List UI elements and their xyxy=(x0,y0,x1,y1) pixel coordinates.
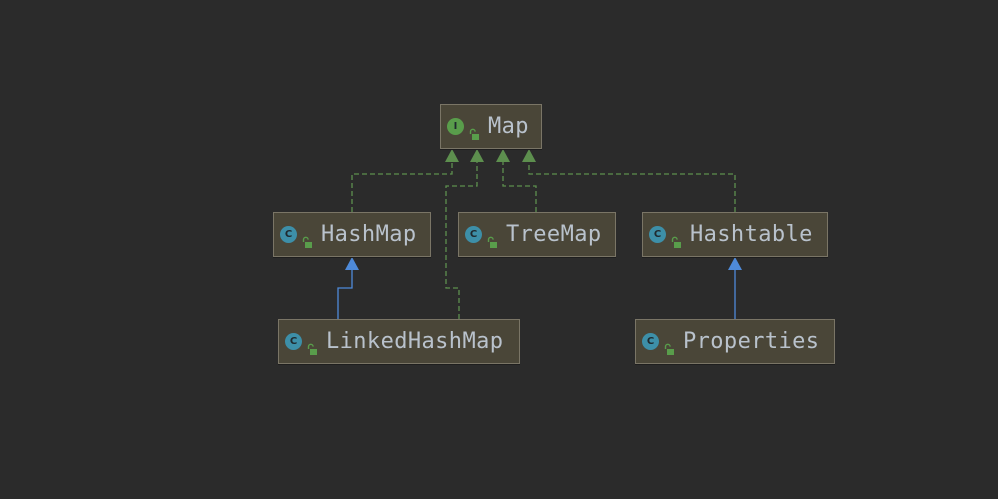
node-treemap[interactable]: C TreeMap xyxy=(458,212,616,257)
class-icon: C xyxy=(642,333,659,350)
node-label: Hashtable xyxy=(690,222,813,247)
class-icon: C xyxy=(649,226,666,243)
node-label: TreeMap xyxy=(506,222,602,247)
arrowhead-implements-linkedhashmap-to-map xyxy=(470,149,484,162)
node-label: HashMap xyxy=(321,222,417,247)
edge-implements-hashmap-to-map xyxy=(351,162,453,212)
unlock-icon xyxy=(306,336,317,355)
node-properties[interactable]: C Properties xyxy=(635,319,835,364)
node-label: Properties xyxy=(683,329,820,354)
arrowhead-implements-hashtable-to-map xyxy=(522,149,536,162)
unlock-icon xyxy=(670,229,681,248)
arrowhead-implements-hashmap-to-map xyxy=(445,149,459,162)
unlock-icon xyxy=(468,121,479,140)
unlock-icon xyxy=(663,336,674,355)
arrowhead-implements-treemap-to-map xyxy=(496,149,510,162)
arrowhead-extends-properties-to-hashtable xyxy=(728,257,742,270)
edge-implements-treemap-to-map xyxy=(502,162,537,212)
class-icon: C xyxy=(280,226,297,243)
node-map[interactable]: I Map xyxy=(440,104,542,149)
edge-implements-linkedhashmap-to-map xyxy=(445,162,478,319)
class-icon: C xyxy=(465,226,482,243)
arrowhead-extends-linkedhashmap-to-hashmap xyxy=(345,257,359,270)
node-hashmap[interactable]: C HashMap xyxy=(273,212,431,257)
node-hashtable[interactable]: C Hashtable xyxy=(642,212,828,257)
edges-layer xyxy=(337,149,742,319)
interface-icon: I xyxy=(447,118,464,135)
node-label: LinkedHashMap xyxy=(326,329,504,354)
edge-implements-hashtable-to-map xyxy=(528,162,736,212)
node-linkedhashmap[interactable]: C LinkedHashMap xyxy=(278,319,520,364)
node-label: Map xyxy=(488,114,529,139)
unlock-icon xyxy=(301,229,312,248)
class-icon: C xyxy=(285,333,302,350)
unlock-icon xyxy=(486,229,497,248)
edge-extends-linkedhashmap-to-hashmap xyxy=(337,270,353,319)
